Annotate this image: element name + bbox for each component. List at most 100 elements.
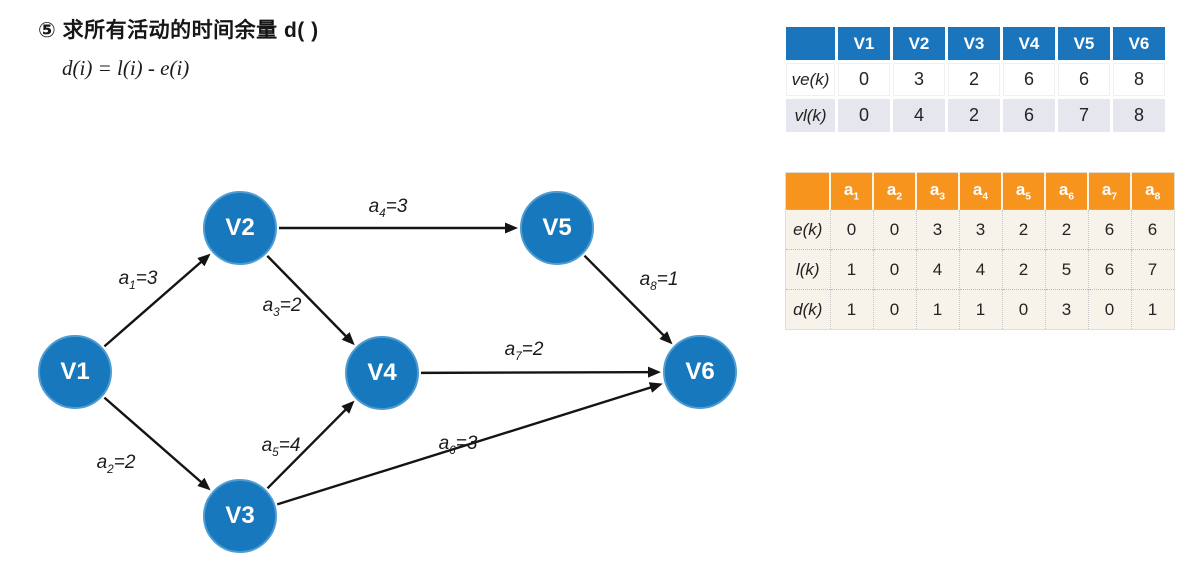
cell: 2	[1002, 249, 1046, 290]
label-base: a	[639, 269, 651, 291]
cell: 6	[1003, 99, 1055, 132]
label-base: a	[972, 179, 983, 199]
label-subscript: 8	[650, 279, 657, 293]
edge-label-a4: a4=3	[369, 196, 408, 220]
node-V6: V6	[663, 335, 737, 409]
label-subscript: 8	[1154, 191, 1161, 203]
label-base: a	[1058, 179, 1069, 199]
label-base: a	[843, 179, 854, 199]
label-base: a	[1145, 179, 1155, 199]
label-value: =1	[656, 269, 679, 291]
edge-label-a8: a8=1	[640, 269, 679, 293]
row-label: e(k)	[785, 209, 831, 250]
page-title: ⑤ 求所有活动的时间余量 d( )	[38, 19, 319, 42]
label-base: a	[118, 268, 130, 290]
label-subscript: 1	[853, 191, 860, 203]
column-header-a8: a8	[1131, 172, 1174, 210]
cell: 7	[1058, 99, 1110, 132]
node-label: V6	[685, 358, 715, 385]
cell: 6	[1088, 249, 1132, 290]
label-subscript: 5	[272, 445, 279, 459]
edge-arrow-V5-V6	[583, 254, 673, 345]
node-label: V3	[225, 502, 255, 529]
edge-label-a7: a7=2	[505, 339, 544, 363]
column-header-V5: V5	[1058, 27, 1110, 60]
label-subscript: 7	[1111, 191, 1118, 203]
edge-arrow-V4-V6	[420, 366, 662, 378]
row-label: ve(k)	[786, 63, 835, 96]
cell: 0	[1002, 289, 1046, 330]
column-header-V6: V6	[1113, 27, 1165, 60]
slack-formula: d(i) = l(i) - e(i)	[62, 56, 190, 80]
label-base: a	[504, 339, 516, 361]
label-value: =2	[279, 295, 302, 317]
label-base: a	[1101, 179, 1112, 199]
column-header-V2: V2	[893, 27, 945, 60]
label-subscript: 5	[1025, 191, 1032, 203]
label-base: a	[261, 435, 273, 457]
cell: 0	[873, 249, 917, 290]
node-label: V1	[60, 358, 90, 385]
column-header-a3: a3	[916, 172, 960, 210]
column-header-a6: a6	[1045, 172, 1089, 210]
label-value: =3	[455, 433, 478, 455]
node-V2: V2	[203, 191, 277, 265]
cell: 4	[959, 249, 1003, 290]
cell: 6	[1003, 63, 1055, 96]
column-header-a7: a7	[1088, 172, 1132, 210]
cell: 7	[1131, 249, 1174, 290]
column-header-a2: a2	[873, 172, 917, 210]
cell: 2	[1045, 209, 1089, 250]
cell: 3	[916, 209, 960, 250]
node-V4: V4	[345, 336, 419, 410]
edge-label-a2: a2=2	[97, 452, 136, 476]
node-label: V4	[367, 359, 397, 386]
cell: 1	[830, 289, 874, 330]
label-base: a	[262, 295, 274, 317]
cell: 0	[873, 209, 917, 250]
label-value: =4	[278, 435, 301, 457]
label-subscript: 7	[515, 349, 522, 363]
node-V5: V5	[520, 191, 594, 265]
edge-label-a3: a3=2	[263, 295, 302, 319]
node-label: V2	[225, 214, 255, 241]
cell: 0	[873, 289, 917, 330]
label-subscript: 6	[449, 443, 456, 457]
label-base: a	[886, 179, 897, 199]
cell: 1	[830, 249, 874, 290]
column-header-a4: a4	[959, 172, 1003, 210]
cell: 6	[1088, 209, 1132, 250]
label-value: =2	[113, 452, 136, 474]
row-label: vl(k)	[786, 99, 835, 132]
edge-label-a5: a5=4	[262, 435, 301, 459]
column-header-a1: a1	[830, 172, 874, 210]
label-base: a	[368, 196, 380, 218]
cell: 0	[838, 63, 890, 96]
cell: 3	[959, 209, 1003, 250]
cell: 0	[838, 99, 890, 132]
cell: 6	[1131, 209, 1174, 250]
label-base: a	[438, 433, 450, 455]
edge-arrow-V3-V4	[266, 400, 355, 490]
cell: 5	[1045, 249, 1089, 290]
cell: 1	[1131, 289, 1174, 330]
cell: 2	[948, 99, 1000, 132]
cell: 0	[1088, 289, 1132, 330]
corner-cell	[785, 172, 831, 210]
cell: 1	[916, 289, 960, 330]
cell: 3	[893, 63, 945, 96]
label-subscript: 4	[982, 191, 989, 203]
node-label: V5	[542, 214, 572, 241]
edge-arrow-V2-V4	[266, 255, 355, 346]
label-value: =3	[385, 196, 408, 218]
label-base: a	[1015, 179, 1026, 199]
label-value: =3	[135, 268, 158, 290]
node-V3: V3	[203, 479, 277, 553]
